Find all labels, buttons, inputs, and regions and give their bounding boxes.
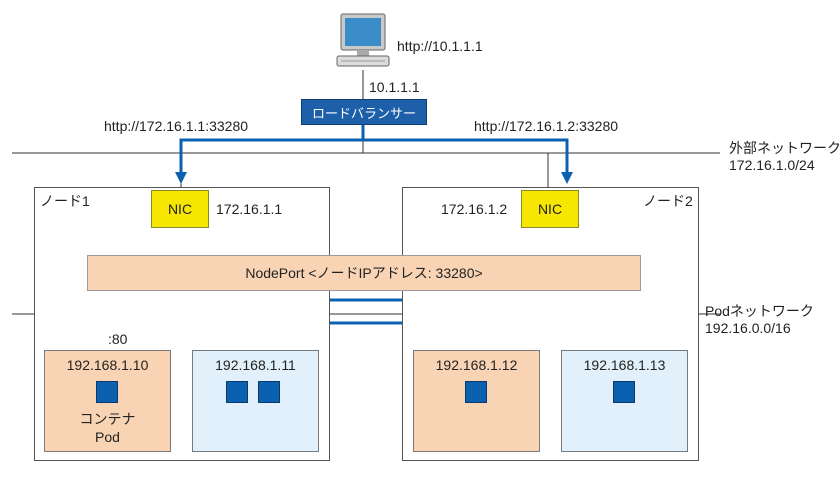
route-url-right: http://172.16.1.2:33280	[474, 118, 619, 134]
pod-3-container	[465, 381, 487, 403]
node-1-nic-label: NIC	[167, 201, 193, 217]
nodeport-bar: NodePort <ノードIPアドレス: 33280>	[87, 255, 641, 291]
external-network-cidr: 172.16.1.0/24	[729, 157, 815, 173]
node-2-name: ノード2	[643, 193, 693, 209]
flow-lb-to-node2	[363, 138, 573, 184]
pod-1-pod-label: Pod	[95, 429, 120, 445]
node-2-nic: NIC	[521, 190, 579, 228]
node-1-nic: NIC	[151, 190, 209, 228]
computer-icon	[336, 13, 390, 67]
pod-4-ip: 192.168.1.13	[583, 357, 666, 373]
pod-1-container	[96, 381, 118, 403]
client-ip: 10.1.1.1	[369, 79, 420, 95]
load-balancer-label: ロードバランサー	[311, 105, 416, 121]
load-balancer: ロードバランサー	[301, 99, 427, 125]
node-2-nic-label: NIC	[537, 201, 563, 217]
pod-4: 192.168.1.13	[561, 350, 688, 452]
pod-3: 192.168.1.12	[413, 350, 540, 452]
node-2-nic-ip: 172.16.1.2	[441, 201, 508, 217]
node-1-name: ノード1	[40, 193, 90, 209]
pod-2-container-a	[226, 381, 248, 403]
external-network-name: 外部ネットワーク	[729, 140, 840, 156]
pod-2-ip: 192.168.1.11	[215, 357, 296, 373]
pod-1: 192.168.1.10 コンテナ Pod	[44, 350, 171, 452]
route-url-left: http://172.16.1.1:33280	[104, 118, 249, 134]
pod-network-cidr: 192.16.0.0/16	[705, 320, 791, 336]
client-url: http://10.1.1.1	[397, 38, 483, 54]
flow-lb-to-node1	[175, 124, 365, 184]
pod-network-name: Podネットワーク	[705, 303, 814, 319]
pod-4-container	[613, 381, 635, 403]
pod-1-port: :80	[108, 331, 128, 347]
pod-2: 192.168.1.11	[192, 350, 319, 452]
pod-1-container-label: コンテナ	[79, 411, 136, 427]
pod-2-container-b	[258, 381, 280, 403]
node-1-nic-ip: 172.16.1.1	[216, 201, 283, 217]
pod-1-ip: 192.168.1.10	[66, 357, 149, 373]
pod-3-ip: 192.168.1.12	[435, 357, 518, 373]
nodeport-label: NodePort <ノードIPアドレス: 33280>	[245, 265, 483, 281]
